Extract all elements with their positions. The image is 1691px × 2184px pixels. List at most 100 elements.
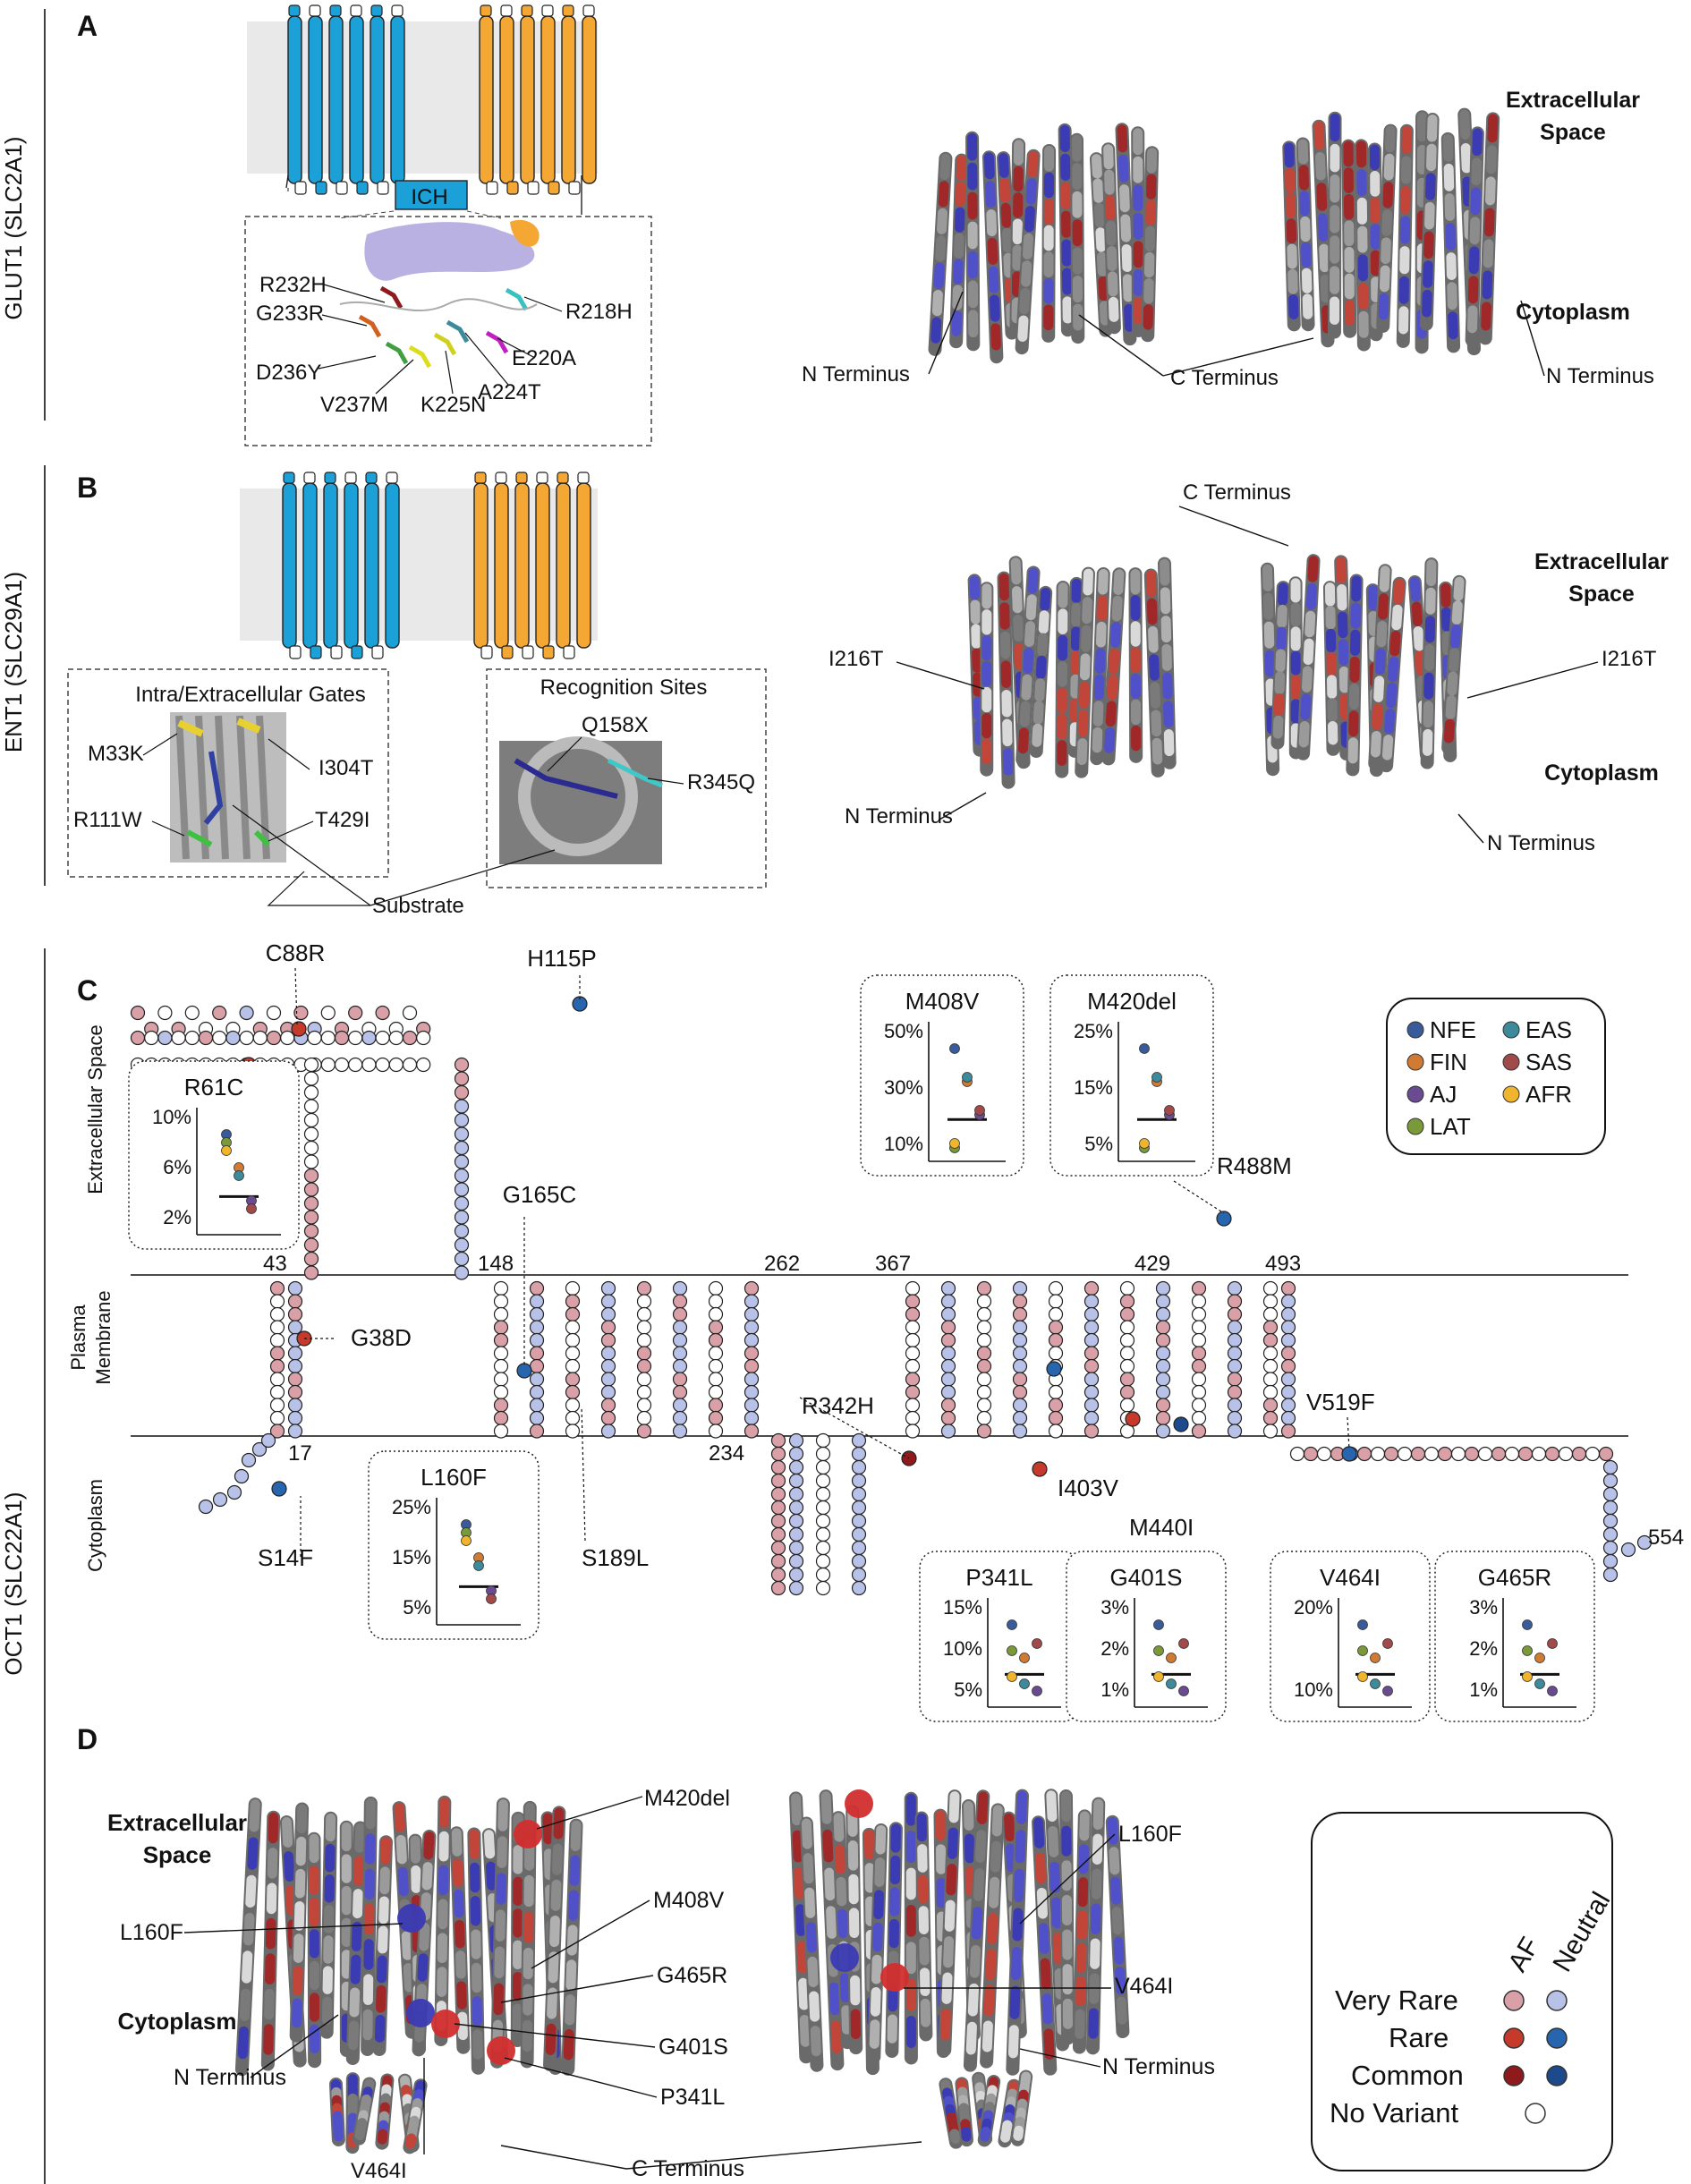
ent1-right-helix-seg [1449,624,1461,649]
residue [144,1030,159,1046]
ent1-right-helix-seg [1303,638,1314,666]
glut1-left-helix-seg [953,259,964,285]
oct1-left-helix-seg [417,1953,429,1982]
oct1-left-helix-seg [485,1861,497,1891]
inset-dot [1534,1653,1545,1663]
ent1-left-helix-seg [1024,621,1036,648]
glut1-right-helix-seg [1472,128,1483,157]
glut1-left-helix-seg [1019,287,1031,315]
residue [1423,1446,1440,1462]
ent1-right-helix-seg [1393,578,1405,605]
ent1-right-structure [1260,554,1466,778]
variant-residue [516,1363,532,1379]
oct1-left-helix-seg [497,1799,508,1831]
residue [770,1432,786,1449]
residue [744,1332,760,1348]
variant-residue [1046,1361,1062,1377]
residue [976,1346,992,1361]
residue [287,1346,303,1361]
residue [303,1265,319,1280]
glut1-n-helix [328,15,344,184]
ent1-left-helix-seg [1149,654,1160,681]
residue [1316,1446,1332,1462]
inset-title: M408V [905,988,980,1015]
ent1-left-helix-seg [1098,568,1109,595]
inset-tick: 15% [943,1596,982,1619]
residue [1048,1384,1064,1400]
residue [348,1057,363,1073]
residue [1191,1410,1207,1426]
residue [388,1057,404,1073]
b-i216t-left: I216T [829,647,884,671]
oct1-right-helix-seg [964,1833,975,1864]
inset-dot [1357,1619,1368,1630]
inset-dot [1032,1638,1042,1649]
inset-dot [1178,1638,1189,1649]
residue [744,1372,760,1387]
mutation-stick [433,332,457,356]
residue [1155,1332,1171,1348]
residue [184,1030,200,1046]
residue [600,1346,616,1361]
glut1-right-helix-seg [1423,231,1434,259]
residue [303,1195,319,1211]
ent1-c-helix [535,482,550,649]
residue [672,1320,688,1335]
oct1-right-helix-seg [1109,1847,1120,1875]
ent1-left-helix-seg [1076,738,1088,766]
ent1-left-helix-seg [1040,587,1051,612]
residue [976,1372,992,1387]
oct1-right-helix-seg [870,1986,881,2017]
oct1-right-helix-seg [874,1857,886,1887]
oct1-left-helix-seg [453,1889,464,1918]
ent1-n-helix [302,482,318,649]
residue [1280,1398,1296,1413]
ent1-left-helix-seg [1151,710,1162,737]
oct1-right-helix-seg [1075,2009,1085,2039]
gate-sticks-yellow [177,718,261,737]
ent1-right-helix-seg [1372,703,1383,730]
glut1-n-cap [336,181,348,195]
oct1-right-helix-seg [987,1912,998,1945]
ent1-c-helix [494,482,509,649]
residue [212,1030,227,1046]
oct1-left-helix-seg [249,1799,260,1832]
residue [1262,1372,1279,1387]
residue [1048,1294,1064,1309]
glut1-right-helix-seg [1381,237,1391,265]
ent1-n-cap [351,645,363,659]
pointer-line [318,355,377,370]
ent1-left-helix-seg [1109,648,1120,675]
glut1-right-helix-seg [1422,289,1432,318]
glut1-right-helix-seg [1382,181,1394,208]
ent1-n-loop [344,472,357,484]
inset-tick: 10% [884,1133,923,1155]
oct1-right-helix-seg [1092,1833,1103,1865]
oct1-right-helix-seg [985,1949,997,1981]
residue [529,1320,545,1335]
oct1-right-helix-seg [839,1973,851,2002]
residue [1083,1280,1100,1296]
residue [815,1553,831,1569]
residue [851,1486,867,1502]
residue [770,1446,786,1462]
glut1-left-helix-seg [983,152,995,180]
sites-title: Recognition Sites [540,676,708,700]
ent1-right-helix-seg [1338,667,1350,693]
ent1-right-helix-seg [1370,730,1381,758]
residue [1558,1446,1574,1462]
d-c-terminus: C Terminus [632,2156,744,2181]
variant-sphere [514,1820,542,1848]
glut1-right-helix-seg [1313,121,1325,150]
residue [1227,1306,1243,1322]
glut1-c-cap [548,181,560,195]
residue [1262,1294,1279,1309]
residue [529,1280,545,1296]
oct1-left-helix-seg [545,2023,557,2055]
oct1-right-helix-seg [973,1868,985,1901]
oct1-right-helix-seg [944,1899,956,1932]
ent1-right-helix-seg [1445,695,1457,720]
panel-letter-c: C [77,974,98,1007]
residue [770,1513,786,1529]
d-g401s: G401S [659,2035,728,2060]
